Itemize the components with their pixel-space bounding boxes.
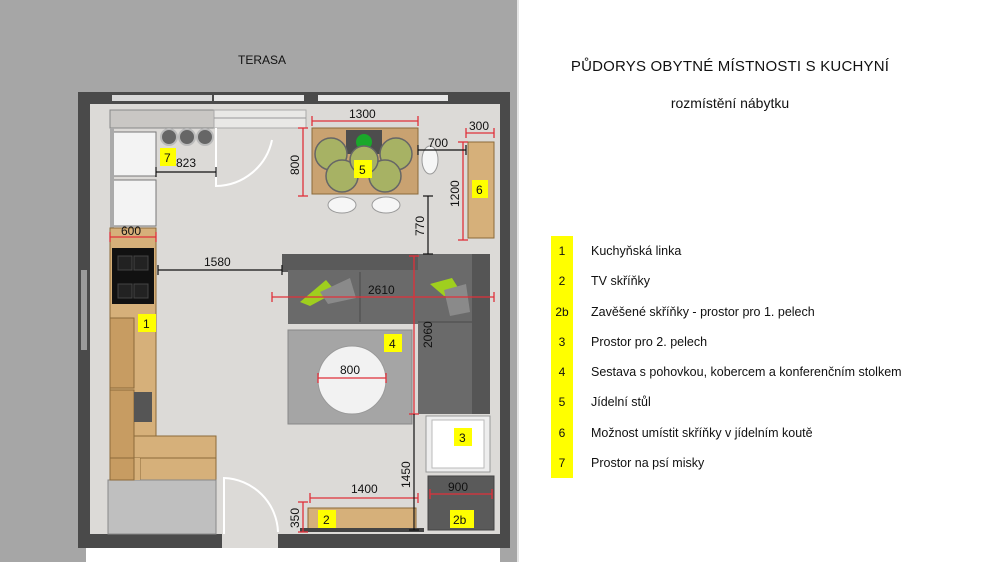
marker-1-bg bbox=[138, 314, 156, 332]
legend-item: 2 TV skříňky bbox=[551, 266, 951, 297]
dim-823: 823 bbox=[176, 156, 196, 170]
dim-300: 300 bbox=[469, 119, 489, 133]
terrace-area bbox=[0, 0, 518, 110]
dim-900: 900 bbox=[448, 480, 468, 494]
dim-800-coffee: 800 bbox=[340, 363, 360, 377]
marker-2: 2 bbox=[323, 513, 330, 527]
sofa-cushion-1 bbox=[300, 280, 336, 306]
white-chair-1 bbox=[327, 196, 357, 214]
dog-bowl-3 bbox=[196, 128, 214, 146]
door-swing-top bbox=[215, 128, 273, 188]
terrace-label: TERASA bbox=[238, 53, 286, 67]
legend-item: 6 Možnost umístit skříňky v jídelním kou… bbox=[551, 417, 951, 449]
marker-2-bg bbox=[318, 510, 336, 528]
sink bbox=[134, 392, 152, 422]
legend-item: 2b Zavěšené skříňky - prostor pro 1. pel… bbox=[551, 296, 951, 327]
legend-number: 6 bbox=[551, 417, 573, 449]
counter-segment-2 bbox=[109, 389, 135, 459]
legend-number: 2b bbox=[551, 296, 573, 327]
dim-600: 600 bbox=[121, 224, 141, 238]
window-top-right bbox=[318, 95, 448, 101]
page-title: PŮDORYS OBYTNÉ MÍSTNOSTI S KUCHYNÍ bbox=[570, 58, 890, 75]
fridge bbox=[111, 131, 157, 177]
terrace-area-left bbox=[0, 0, 86, 562]
legend-text: Prostor na psí misky bbox=[591, 456, 705, 471]
dim-1580: 1580 bbox=[204, 255, 231, 269]
legend-item: 3 Prostor pro 2. pelech bbox=[551, 326, 951, 358]
floor-plan: TERASA bbox=[0, 0, 519, 562]
legend-number: 5 bbox=[551, 387, 573, 418]
page-subtitle: rozmístění nábytku bbox=[670, 95, 790, 111]
coffee-table bbox=[317, 345, 387, 415]
dim-1300: 1300 bbox=[349, 107, 376, 121]
marker-4-bg bbox=[384, 334, 402, 352]
legend: 1 Kuchyňská linka 2 TV skříňky 2b Zavěše… bbox=[551, 236, 951, 479]
dog-bowl-1 bbox=[160, 128, 178, 146]
white-chair-2 bbox=[371, 196, 401, 214]
oven bbox=[111, 179, 157, 227]
dim-350: 350 bbox=[288, 508, 302, 528]
sofa-chaise-back bbox=[472, 254, 490, 414]
legend-text: Možnost umístit skříňky v jídelním koutě bbox=[591, 425, 813, 440]
legend-text: TV skříňky bbox=[591, 274, 651, 289]
legend-text: Kuchyňská linka bbox=[591, 244, 682, 258]
cabinet-top bbox=[110, 128, 114, 228]
marker-2b-bg bbox=[450, 510, 474, 528]
legend-number: 4 bbox=[551, 357, 573, 388]
marker-4: 4 bbox=[389, 337, 396, 351]
kitchen-low-cabinet bbox=[139, 457, 217, 481]
legend-item: 7 Prostor na psí misky bbox=[551, 448, 951, 479]
marker-6-bg bbox=[472, 180, 488, 198]
legend-number: 3 bbox=[551, 326, 573, 358]
marker-5: 5 bbox=[359, 163, 366, 177]
dim-1200: 1200 bbox=[448, 180, 462, 207]
door-swing-bottom bbox=[223, 476, 279, 534]
marker-7: 7 bbox=[164, 151, 171, 165]
dim-2060: 2060 bbox=[421, 321, 435, 348]
dim-2610: 2610 bbox=[368, 283, 395, 297]
door-gap-bottom bbox=[222, 534, 278, 548]
window-left bbox=[81, 270, 87, 350]
legend-item: 4 Sestava s pohovkou, kobercem a konfere… bbox=[551, 357, 951, 388]
marker-6: 6 bbox=[476, 183, 483, 197]
legend-number: 7 bbox=[551, 448, 573, 479]
dim-700: 700 bbox=[428, 136, 448, 150]
legend-text: Zavěšené skříňky - prostor pro 1. pelech bbox=[591, 304, 815, 319]
legend-text: Prostor pro 2. pelech bbox=[591, 334, 708, 349]
marker-3-bg bbox=[454, 428, 472, 446]
legend-text: Sestava s pohovkou, kobercem a konferenč… bbox=[591, 365, 902, 380]
white-chair-side bbox=[421, 145, 439, 175]
legend-item: 5 Jídelní stůl bbox=[551, 387, 951, 418]
sofa-pillow-grey-2 bbox=[444, 284, 470, 316]
marker-3: 3 bbox=[459, 431, 466, 445]
dog-bowl-2 bbox=[178, 128, 196, 146]
dim-1400: 1400 bbox=[351, 482, 378, 496]
counter-segment bbox=[109, 317, 135, 389]
marker-2b: 2b bbox=[453, 513, 467, 527]
inner-shelf-top-mid bbox=[213, 109, 307, 129]
dim-1450: 1450 bbox=[399, 461, 413, 488]
marker-7-bg bbox=[160, 148, 176, 166]
tv-cabinet-front bbox=[300, 528, 424, 532]
legend-text: Jídelní stůl bbox=[591, 395, 651, 410]
marker-1: 1 bbox=[143, 317, 150, 331]
legend-number: 1 bbox=[551, 236, 573, 267]
inner-shelf-top bbox=[109, 109, 215, 129]
legend-number: 2 bbox=[551, 266, 573, 297]
kitchen-corner-counter bbox=[133, 435, 217, 459]
dim-770: 770 bbox=[413, 216, 427, 236]
window-top-mid bbox=[214, 95, 304, 101]
kitchen-bottom-grey bbox=[107, 479, 217, 535]
dim-800-table: 800 bbox=[288, 155, 302, 175]
window-top-left bbox=[112, 95, 212, 101]
marker-5-bg bbox=[354, 160, 372, 178]
legend-item: 1 Kuchyňská linka bbox=[551, 236, 951, 267]
